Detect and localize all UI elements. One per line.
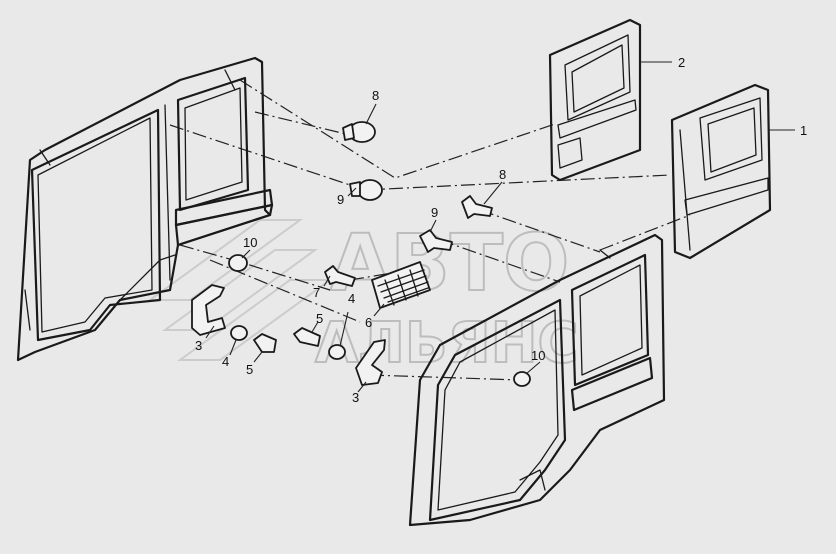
callout-4-mid: 4 <box>348 291 355 306</box>
part-5-screw-mid <box>293 327 321 347</box>
callout-1: 1 <box>800 123 807 138</box>
callout-9-right: 9 <box>431 205 438 220</box>
callout-4-left: 4 <box>222 354 229 369</box>
callout-10-left: 10 <box>243 235 257 250</box>
watermark-line2: АЛЬЯНС <box>315 311 579 376</box>
left-cab-side-panel <box>16 56 274 362</box>
part-9-bolt-right <box>419 229 453 253</box>
leader-lines <box>205 61 795 393</box>
part-3-handle-left <box>191 284 226 336</box>
callout-2: 2 <box>678 55 685 70</box>
part-8-bolt-right <box>461 195 493 219</box>
small-parts <box>228 121 531 387</box>
part-1-window-panel <box>670 83 772 260</box>
part-5-screw-left <box>253 333 277 353</box>
part-2-upper-frame-panel <box>548 18 642 182</box>
callout-3-right: 3 <box>352 390 359 405</box>
part-4-washer-mid <box>328 344 346 360</box>
callouts: 1 2 3 3 4 4 5 5 6 7 8 8 9 9 10 10 <box>195 55 807 405</box>
callout-6: 6 <box>365 315 372 330</box>
callout-10-right: 10 <box>531 348 545 363</box>
part-10-bushing-left <box>228 254 248 272</box>
part-7-bolt <box>324 265 356 287</box>
part-10-bushing-right <box>513 371 531 387</box>
part-6-vent-grille <box>371 261 431 309</box>
watermark-line1: АВТО <box>330 219 569 309</box>
part-8-cap-upper <box>342 121 376 143</box>
part-9-cap-upper <box>349 179 383 201</box>
part-3-handle-right <box>355 339 386 386</box>
callout-5-mid: 5 <box>316 311 323 326</box>
callout-8-upper: 8 <box>372 88 379 103</box>
right-cab-side-panel <box>408 233 666 527</box>
callout-8-right: 8 <box>499 167 506 182</box>
part-4-washer-left <box>230 325 248 341</box>
callout-7: 7 <box>313 285 320 300</box>
callout-9-upper: 9 <box>337 192 344 207</box>
callout-3-left: 3 <box>195 338 202 353</box>
callout-5-left: 5 <box>246 362 253 377</box>
